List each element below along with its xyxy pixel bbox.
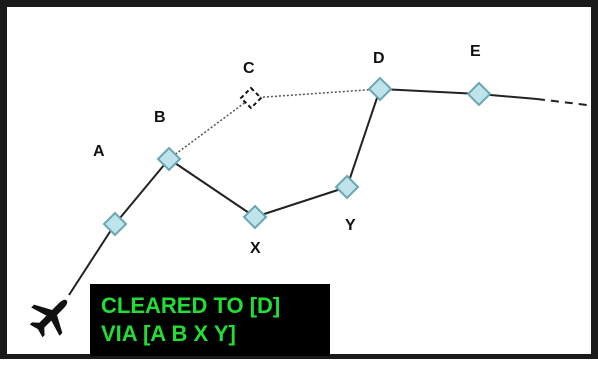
dotted-segment-b-c bbox=[168, 97, 252, 160]
airplane-icon bbox=[29, 299, 68, 338]
route-diagram: A B C D E X Y bbox=[29, 43, 588, 338]
waypoint-y-label: Y bbox=[345, 217, 356, 234]
waypoint-c-label: C bbox=[243, 60, 255, 77]
waypoint-d-marker bbox=[367, 76, 393, 102]
waypoint-a-label: A bbox=[93, 143, 105, 160]
route-segment-y-d bbox=[346, 88, 381, 188]
waypoint-b-label: B bbox=[154, 109, 166, 126]
route-segment-a-b bbox=[114, 158, 170, 225]
waypoint-d-label: D bbox=[373, 50, 385, 67]
clearance-line-2: VIA [A B X Y] bbox=[101, 321, 236, 346]
waypoint-a-marker bbox=[102, 211, 128, 237]
waypoint-e-marker bbox=[466, 81, 492, 107]
clearance-message-box: CLEARED TO [D] VIA [A B X Y] bbox=[90, 284, 330, 356]
route-segment-x-y bbox=[254, 186, 348, 218]
route-segment-aircraft-a bbox=[68, 223, 116, 296]
clearance-line-1: CLEARED TO [D] bbox=[101, 293, 281, 318]
route-segment-d-e bbox=[379, 88, 480, 95]
waypoint-y-marker bbox=[334, 174, 360, 200]
waypoint-c-marker bbox=[239, 86, 263, 110]
waypoint-e-label: E bbox=[470, 43, 481, 60]
dotted-segment-c-d bbox=[250, 88, 381, 99]
route-segment-b-x bbox=[168, 158, 256, 218]
route-continuation-dashed bbox=[536, 98, 588, 106]
waypoint-b-marker bbox=[156, 146, 182, 172]
waypoint-x-marker bbox=[242, 204, 268, 230]
waypoint-x-label: X bbox=[250, 240, 261, 257]
